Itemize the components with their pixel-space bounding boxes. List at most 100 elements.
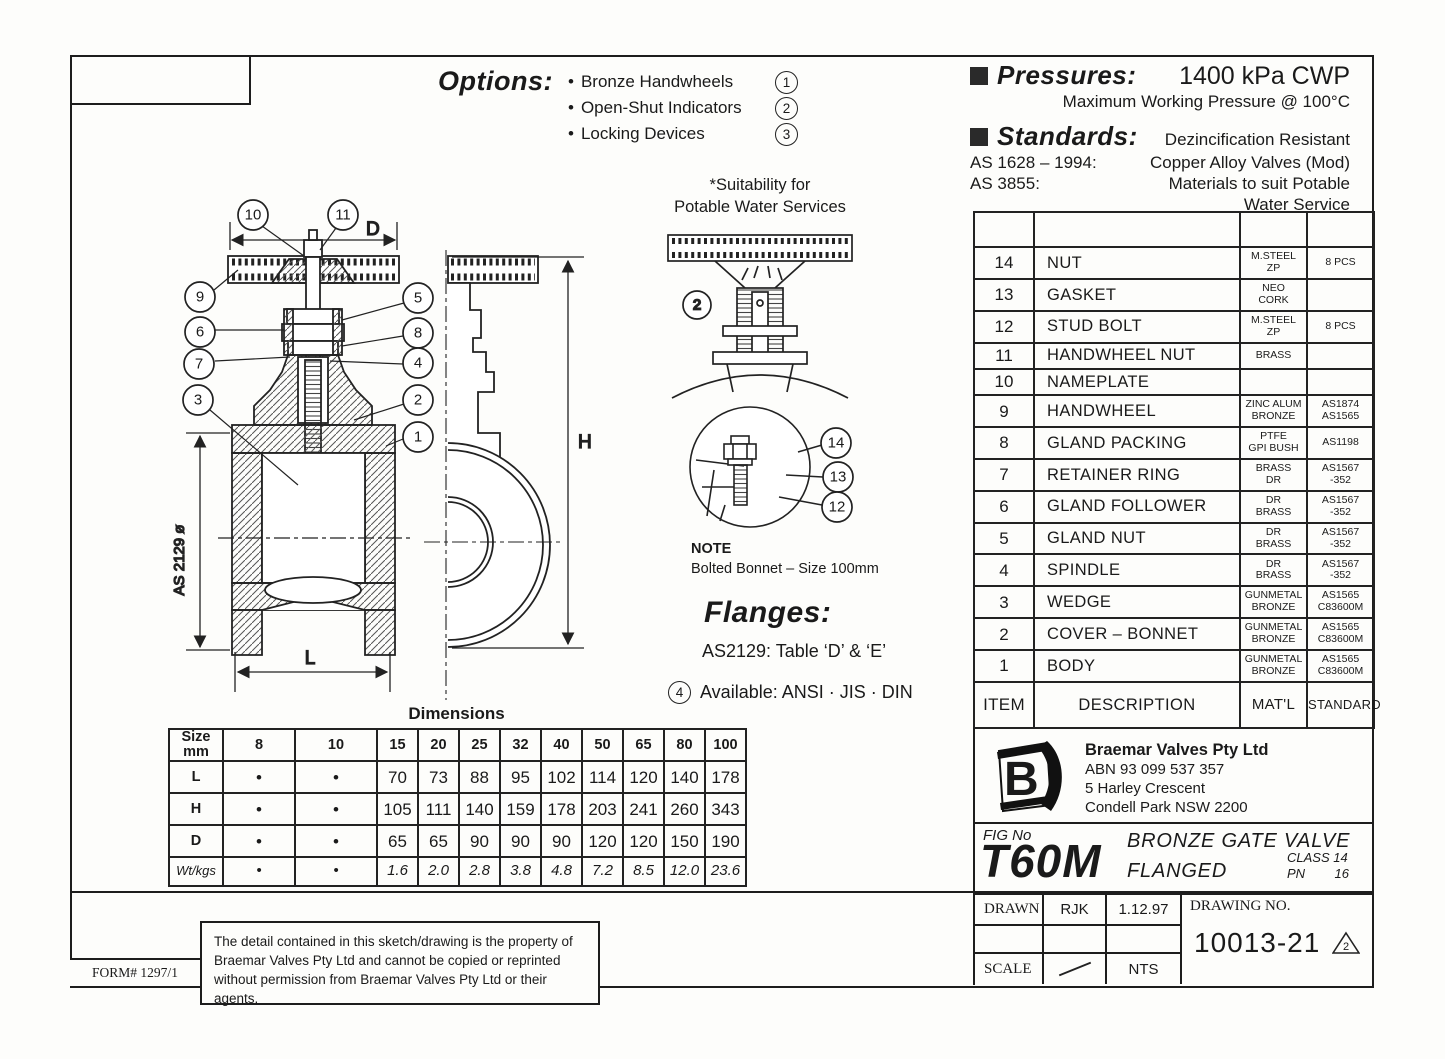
fig-no-label: FIG No — [983, 827, 1032, 844]
table-cell — [1033, 211, 1241, 248]
table-cell: GLAND FOLLOWER — [1033, 489, 1241, 524]
table-cell: 8 PCS — [1306, 309, 1375, 344]
pressures-title: Pressures: — [997, 60, 1137, 90]
option-item-open-shut-indicators: • Open-Shut Indicators 2 — [568, 96, 798, 120]
table-cell: 90 — [499, 824, 542, 859]
table-cell — [1306, 277, 1375, 312]
disclaimer-box: The detail contained in this sketch/draw… — [200, 921, 600, 1006]
table-cell: 241 — [622, 792, 665, 827]
parts-table-header-row: ITEM DESCRIPTION MAT'L STANDARD — [973, 681, 1381, 729]
table-cell: BRASS — [1239, 341, 1308, 370]
table-cell: 111 — [417, 792, 460, 827]
black-square-icon — [970, 127, 988, 146]
table-cell: GASKET — [1033, 277, 1241, 312]
table-cell: AS1565 C83600M — [1306, 649, 1375, 683]
table-cell: 1 — [973, 649, 1035, 683]
table-cell: 40 — [540, 727, 583, 763]
form-number-box: FORM# 1297/1 — [70, 958, 202, 986]
company-address-line2: Condell Park NSW 2200 — [1085, 799, 1248, 816]
option-label: Locking Devices — [580, 124, 705, 143]
table-cell — [1306, 367, 1375, 397]
table-cell: 3.8 — [499, 856, 542, 887]
table-cell: 120 — [581, 824, 624, 859]
pressures-standards-section: Pressures: 1400 kPa CWP Maximum Working … — [970, 60, 1350, 215]
table-cell: DR BRASS — [1239, 553, 1308, 588]
note-title: NOTE — [691, 541, 732, 557]
table-cell — [1306, 341, 1375, 370]
option-item-bronze-handwheels: • Bronze Handwheels 1 — [568, 70, 798, 94]
table-cell: NEO CORK — [1239, 277, 1308, 312]
fig-no-value: T60M — [980, 835, 1102, 887]
bullet-icon: • — [568, 124, 574, 143]
table-cell: AS1565 C83600M — [1306, 617, 1375, 652]
drawing-no-value: 10013-21 — [1194, 927, 1321, 958]
table-cell: AS1565 C83600M — [1306, 585, 1375, 620]
table-cell: 6 — [973, 489, 1035, 524]
table-cell: GLAND NUT — [1033, 521, 1241, 556]
standards-line-2: AS 3855: Materials to suit Potable — [970, 174, 1350, 194]
table-cell: SPINDLE — [1033, 553, 1241, 588]
drawing-no-label: DRAWING NO. — [1190, 898, 1291, 914]
black-square-icon — [970, 66, 988, 85]
table-cell: 11 — [973, 341, 1035, 370]
pn-label: PN — [1287, 866, 1306, 881]
table-cell: NAMEPLATE — [1033, 367, 1241, 397]
table-cell: 50 — [581, 727, 624, 763]
table-cell: 12 — [973, 309, 1035, 344]
note-block: NOTE Bolted Bonnet – Size 100mm — [691, 540, 951, 579]
table-cell: 150 — [663, 824, 706, 859]
table-cell: GUNMETAL BRONZE — [1239, 617, 1308, 652]
pn-rating: PN 16 — [1287, 866, 1349, 881]
table-cell: 4 — [973, 553, 1035, 588]
product-name-line1: BRONZE GATE VALVE — [1127, 830, 1351, 852]
table-cell: 15 — [376, 727, 419, 763]
bullet-icon: • — [568, 72, 574, 91]
table-cell: Wt/kgs — [168, 856, 224, 887]
circled-number-4: 4 — [668, 681, 691, 704]
standards-line-3: Water Service — [1243, 195, 1350, 214]
available-text: Available: ANSI · JIS · DIN — [700, 682, 913, 702]
table-cell: 23.6 — [704, 856, 747, 887]
table-cell: HANDWHEEL NUT — [1033, 341, 1241, 370]
table-cell: • — [294, 824, 378, 859]
table-cell: 120 — [622, 824, 665, 859]
product-name-line2: FLANGED — [1127, 860, 1228, 882]
table-cell: STUD BOLT — [1033, 309, 1241, 344]
standard-desc: Materials to suit Potable — [1168, 174, 1350, 193]
available-flanges-note: 4 Available: ANSI · JIS · DIN — [668, 681, 913, 704]
table-cell: M.STEEL ZP — [1239, 309, 1308, 344]
table-cell: 343 — [704, 792, 747, 827]
table-cell: GUNMETAL BRONZE — [1239, 649, 1308, 683]
table-cell: 12.0 — [663, 856, 706, 887]
table-cell — [1239, 211, 1308, 248]
table-cell: • — [222, 792, 296, 827]
revision-grid: DRAWN RJK 1.12.97 SCALE NTS DRAWING NO. … — [975, 893, 1372, 985]
option-label: Open-Shut Indicators — [580, 98, 742, 117]
table-cell: 114 — [581, 760, 624, 795]
top-left-box — [70, 55, 251, 105]
table-cell: PTFE GPI BUSH — [1239, 426, 1308, 460]
table-cell: 90 — [458, 824, 501, 859]
circled-number-1: 1 — [775, 70, 798, 94]
table-cell: 90 — [540, 824, 583, 859]
table-cell: RETAINER RING — [1033, 457, 1241, 492]
table-cell: HANDWHEEL — [1033, 394, 1241, 428]
scale-label: SCALE — [975, 954, 1044, 984]
company-box: B Braemar Valves Pty Ltd ABN 93 099 537 … — [975, 728, 1372, 822]
options-section: Options: • Bronze Handwheels 1 • Open-Sh… — [438, 60, 818, 155]
class-rating: CLASS 14 — [1287, 850, 1348, 865]
dimensions-title: Dimensions — [408, 704, 505, 723]
table-cell: 203 — [581, 792, 624, 827]
option-label: Bronze Handwheels — [580, 72, 734, 91]
company-abn: ABN 93 099 537 357 — [1085, 761, 1225, 778]
table-cell: • — [294, 856, 378, 887]
pressures-row: Pressures: 1400 kPa CWP — [970, 60, 1350, 91]
